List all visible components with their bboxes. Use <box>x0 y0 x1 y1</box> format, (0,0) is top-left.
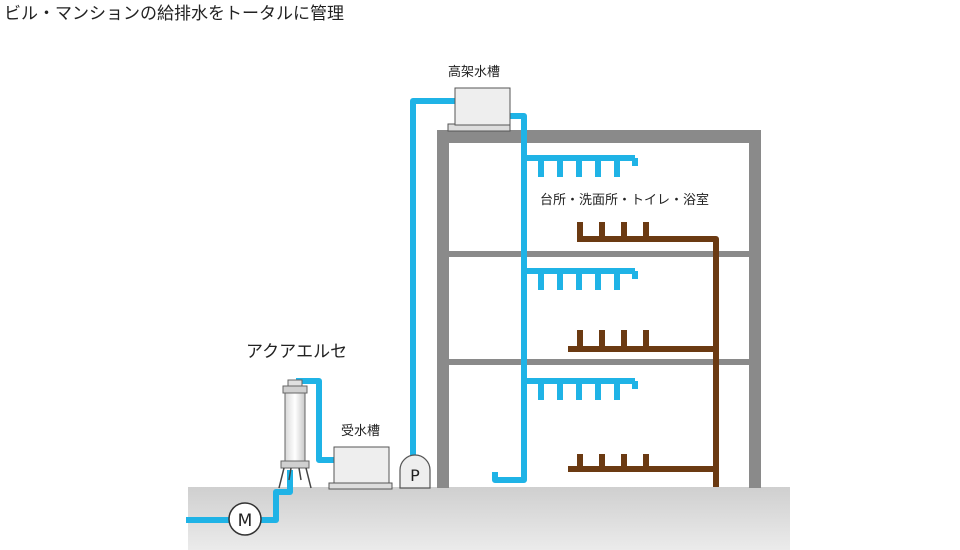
supply-branch-floor-3 <box>524 155 638 177</box>
building-frame <box>437 130 761 488</box>
supply-pipe-downcomer <box>492 113 527 483</box>
diagram-title: ビル・マンションの給排水をトータルに管理 <box>4 4 344 24</box>
receiving-tank-body <box>333 446 390 485</box>
drain-pipes <box>568 222 719 487</box>
aqua-device <box>278 379 312 489</box>
building-roof <box>437 130 761 143</box>
building-left-wall <box>437 130 449 488</box>
supply-pipe-riser <box>410 98 455 460</box>
supply-branch-floor-2 <box>524 268 638 290</box>
receiving-water-tank <box>328 446 393 490</box>
pump: P <box>399 454 431 489</box>
elevated-tank-body <box>454 87 511 126</box>
device-top-cap <box>287 379 303 387</box>
meter-body <box>228 502 262 536</box>
pump-label: P <box>410 466 420 485</box>
elevated-tank-label: 高架水槽 <box>448 65 501 80</box>
receiving-tank-base <box>328 482 393 490</box>
device-upper-flange <box>282 385 308 394</box>
elevated-water-tank <box>447 87 511 132</box>
device-lower-flange <box>280 460 310 469</box>
receiving-tank-label: 受水槽 <box>341 424 381 439</box>
supply-branch-floor-1 <box>524 378 638 400</box>
ground <box>188 487 790 550</box>
drain-branch-floor-1 <box>568 454 716 472</box>
meter-label: M <box>238 511 253 531</box>
fixtures-label: 台所・洗面所・トイレ・浴室 <box>540 193 710 208</box>
device-label: アクアエルセ <box>246 342 348 362</box>
supply-pipes <box>186 98 638 523</box>
building-right-wall <box>749 130 761 488</box>
supply-pipe-meter-to-device <box>261 470 293 523</box>
water-meter: M <box>228 502 262 536</box>
drain-inlets-floor-3 <box>577 222 649 239</box>
device-body <box>284 392 306 462</box>
floor-slab-2 <box>449 359 749 365</box>
device-legs <box>278 467 312 489</box>
drain-branch-floor-2 <box>568 330 716 352</box>
pump-body <box>399 454 431 489</box>
supply-pipe-device-to-tank <box>296 378 334 463</box>
floor-slab-3 <box>449 251 749 257</box>
